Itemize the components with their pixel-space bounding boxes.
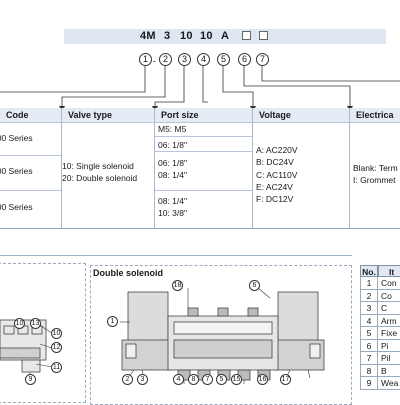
table-bottom-border bbox=[0, 228, 400, 229]
port-size-cell: 08: 1/4" bbox=[158, 170, 188, 180]
port-size-cell: 08: 1/4" bbox=[158, 196, 188, 206]
callout-1: 1 bbox=[107, 316, 118, 327]
table-header-voltage: Voltage bbox=[253, 108, 350, 122]
table-header-code: Code bbox=[0, 108, 62, 122]
series-cell: 300 Series bbox=[0, 133, 33, 143]
voltage-cell: C: AC110V bbox=[256, 170, 298, 180]
table-divider bbox=[61, 108, 62, 228]
callout-11: 11 bbox=[51, 362, 62, 373]
port-size-cell: 10: 3/8" bbox=[158, 208, 188, 218]
table-divider bbox=[252, 108, 253, 228]
callout-10: 10 bbox=[51, 328, 62, 339]
callout-8: 8 bbox=[188, 374, 199, 385]
callout-2: 2 bbox=[122, 374, 133, 385]
item-row-no: 4 bbox=[360, 314, 378, 327]
code-number-1: 1 bbox=[139, 53, 152, 66]
code-separator: - bbox=[153, 56, 156, 66]
callout-9: 9 bbox=[25, 374, 36, 385]
item-row-name: Fixe bbox=[378, 327, 400, 340]
table-divider bbox=[155, 136, 252, 137]
voltage-cell: B: DC24V bbox=[256, 157, 294, 167]
callout-16: 16 bbox=[257, 374, 268, 385]
double-solenoid-title: Double solenoid bbox=[93, 268, 164, 278]
item-row-name: Arm bbox=[378, 315, 400, 327]
electrical-cell: Blank: Term bbox=[353, 163, 398, 173]
code-segment-port: 10 bbox=[200, 30, 213, 42]
item-row-name: C bbox=[378, 302, 400, 315]
voltage-cell: F: DC12V bbox=[256, 194, 294, 204]
table-header-port-size: Port size bbox=[155, 108, 253, 122]
valve-type-cell: 10: Single solenoid bbox=[62, 161, 134, 171]
item-row-no: 9 bbox=[360, 377, 378, 390]
callout-12: 12 bbox=[51, 342, 62, 353]
item-row-name: Pi bbox=[378, 340, 400, 352]
table-divider bbox=[0, 190, 61, 191]
single-solenoid-drawing bbox=[0, 319, 53, 376]
port-size-cell: 06: 1/8" bbox=[158, 140, 188, 150]
code-segment-valve-type: 10 bbox=[180, 30, 193, 42]
item-row-no: 5 bbox=[360, 327, 378, 340]
callout-15: 15 bbox=[231, 374, 242, 385]
table-divider bbox=[155, 151, 252, 152]
callout-18: 18 bbox=[172, 280, 183, 291]
table-divider bbox=[154, 108, 155, 228]
item-row-name: B bbox=[378, 365, 400, 377]
callout-3: 3 bbox=[137, 374, 148, 385]
callout-7: 7 bbox=[202, 374, 213, 385]
valve-type-cell: 20: Double solenoid bbox=[62, 173, 138, 183]
code-number-6: 6 bbox=[238, 53, 251, 66]
code-blank-box-1 bbox=[242, 31, 251, 40]
callout-13: 13 bbox=[30, 318, 41, 329]
code-number-5: 5 bbox=[217, 53, 230, 66]
callout-4: 4 bbox=[173, 374, 184, 385]
item-table-header-item: It bbox=[378, 265, 400, 277]
item-row-no: 3 bbox=[360, 302, 378, 315]
callout-5: 5 bbox=[216, 374, 227, 385]
table-divider bbox=[0, 155, 61, 156]
item-row-name: Wea bbox=[378, 377, 400, 390]
table-divider bbox=[155, 190, 252, 191]
model-code-bar bbox=[64, 29, 386, 44]
callout-6: 6 bbox=[249, 280, 260, 291]
item-row-name: Con bbox=[378, 277, 400, 290]
item-row-name: Pil bbox=[378, 352, 400, 365]
callout-10: 10 bbox=[14, 318, 25, 329]
item-row-no: 7 bbox=[360, 352, 378, 365]
item-row-no: 8 bbox=[360, 364, 378, 377]
port-size-cell: 06: 1/8" bbox=[158, 158, 188, 168]
code-number-2: 2 bbox=[159, 53, 172, 66]
voltage-cell: E: AC24V bbox=[256, 182, 293, 192]
table-header-valve-type: Valve type bbox=[62, 108, 155, 122]
code-leader-lines bbox=[0, 66, 400, 112]
code-number-3: 3 bbox=[178, 53, 191, 66]
item-row-name: Co bbox=[378, 290, 400, 302]
code-segment-voltage: A bbox=[221, 30, 230, 42]
item-row-no: 2 bbox=[360, 289, 378, 302]
voltage-cell: A: AC220V bbox=[256, 145, 298, 155]
code-segment-series: 4M bbox=[140, 30, 156, 42]
code-number-7: 7 bbox=[256, 53, 269, 66]
code-blank-box-2 bbox=[259, 31, 268, 40]
code-number-4: 4 bbox=[197, 53, 210, 66]
item-table-header-no: No. bbox=[360, 265, 378, 277]
table-divider bbox=[349, 108, 350, 228]
port-size-cell: M5: M5 bbox=[158, 124, 187, 134]
table-divider bbox=[0, 122, 400, 123]
series-cell: 200 Series bbox=[0, 166, 33, 176]
code-segment-position: 3 bbox=[164, 30, 171, 42]
item-row-no: 6 bbox=[360, 339, 378, 352]
series-cell: 300 Series bbox=[0, 202, 33, 212]
section-divider bbox=[0, 255, 352, 256]
callout-17: 17 bbox=[280, 374, 291, 385]
electrical-cell: I: Grommet bbox=[353, 175, 396, 185]
item-row-no: 1 bbox=[360, 277, 378, 290]
table-header-electrical: Electrica bbox=[350, 108, 400, 122]
